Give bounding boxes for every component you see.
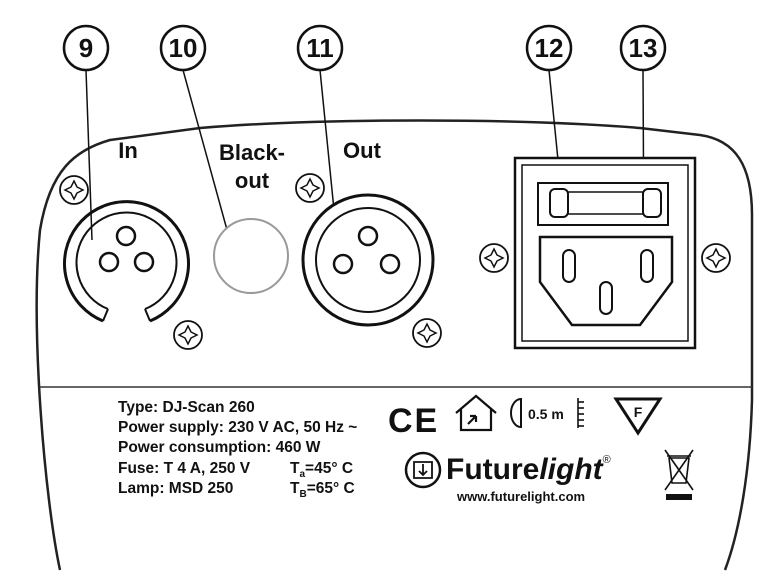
fuse-holder [537,182,669,226]
callout-12-label: 12 [535,33,564,63]
spec-power-supply: Power supply: 230 V AC, 50 Hz ~ [118,419,357,436]
callout-10-label: 10 [169,33,198,63]
callout-9-label: 9 [79,33,93,63]
callout-11-label: 11 [306,33,334,63]
dmx-in-connector [59,175,203,350]
brand-url: www.futurelight.com [456,489,585,504]
callout-13: 13 [619,24,667,72]
screw-icon [412,318,442,348]
panel-outline [35,119,754,571]
blackout-button [213,218,289,294]
spec-power-consumption: Power consumption: 460 W [118,439,321,456]
out-label: Out [343,138,382,163]
iec-socket [538,235,674,327]
blackout-label-line1: Black- [219,140,285,165]
spec-lamp: Lamp: MSD 250 [118,480,233,497]
power-inlet-module [479,156,731,350]
spec-block: Type: DJ-Scan 260 Power supply: 230 V AC… [118,399,357,500]
read-manual-icon [404,451,442,489]
spec-ta: Ta=45° C [290,460,353,480]
callout-10: 10 [159,24,207,72]
min-distance-icon: 0.5 m [510,397,584,429]
screw-icon [295,173,325,203]
weee-bin-icon [664,449,694,500]
screw-icon [59,175,89,205]
callout-9: 9 [62,24,110,72]
dmx-out-connector [295,173,442,348]
distance-label: 0.5 m [528,406,564,422]
brand-logo: Futurelight® www.futurelight.com [446,453,611,504]
spec-type: Type: DJ-Scan 260 [118,399,255,416]
spec-tb: TB=65° C [290,480,355,500]
spec-fuse: Fuse: T 4 A, 250 V [118,460,251,477]
brand-name: Futurelight® [446,453,611,486]
screw-icon [173,320,203,350]
in-label: In [118,138,138,163]
screw-icon [479,243,509,273]
screw-icon [701,243,731,273]
blackout-label-line2: out [235,168,270,193]
callout-11: 11 [296,24,344,72]
callout-12: 12 [525,24,573,72]
f-mark-letter: F [634,404,643,420]
ce-mark: CE [388,402,439,440]
f-mark-icon: F [613,397,663,436]
callout-13-label: 13 [629,33,658,63]
indoor-use-icon [455,394,497,432]
